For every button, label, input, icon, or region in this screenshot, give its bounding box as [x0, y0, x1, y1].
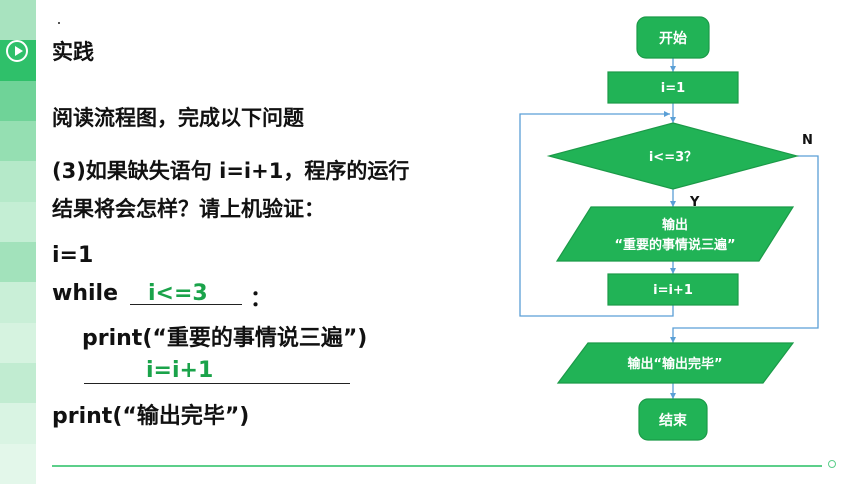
question-line-2: 结果将会怎样？请上机验证： [52, 197, 325, 221]
answer-condition: i<=3 [148, 281, 208, 306]
start-node [636, 16, 710, 59]
answer-increment: i=i+1 [146, 358, 214, 383]
output-node [555, 206, 795, 262]
init-label: i=1 [661, 81, 685, 96]
output-label-line2: “重要的事情说三遍” [614, 237, 735, 253]
condition-label: i<=3？ [649, 150, 697, 165]
answer-blank-condition [130, 304, 242, 305]
condition-node [546, 122, 800, 190]
code-print-end: print(“输出完毕”) [52, 404, 250, 429]
end-node [638, 398, 708, 441]
footer-circle-icon [828, 460, 836, 468]
code-init: i=1 [52, 243, 94, 268]
increment-node [607, 273, 739, 306]
code-while-keyword: while [52, 281, 118, 306]
side-stripe [0, 0, 36, 484]
output-label-line1: 输出 [662, 217, 688, 233]
play-icon[interactable] [6, 40, 28, 62]
end-label: 结束 [659, 412, 688, 429]
init-node [607, 71, 739, 104]
section-title: 实践 [52, 40, 94, 64]
final-output-label: 输出“输出完毕” [627, 356, 722, 372]
question-line-1: (3)如果缺失语句 i=i+1，程序的运行 [52, 159, 410, 183]
no-label: N [802, 133, 813, 148]
dot-mark [58, 22, 60, 24]
instruction-text: 阅读流程图，完成以下问题 [52, 106, 304, 130]
start-label: 开始 [659, 30, 687, 47]
code-print-loop: print(“重要的事情说三遍”) [82, 326, 368, 351]
final-output-node [556, 342, 795, 384]
yes-label: Y [689, 195, 700, 210]
code-colon: ： [250, 287, 273, 312]
flow-connectors [519, 58, 819, 399]
increment-label: i=i+1 [653, 283, 693, 298]
answer-blank-increment [84, 383, 350, 384]
footer-divider [52, 465, 822, 467]
